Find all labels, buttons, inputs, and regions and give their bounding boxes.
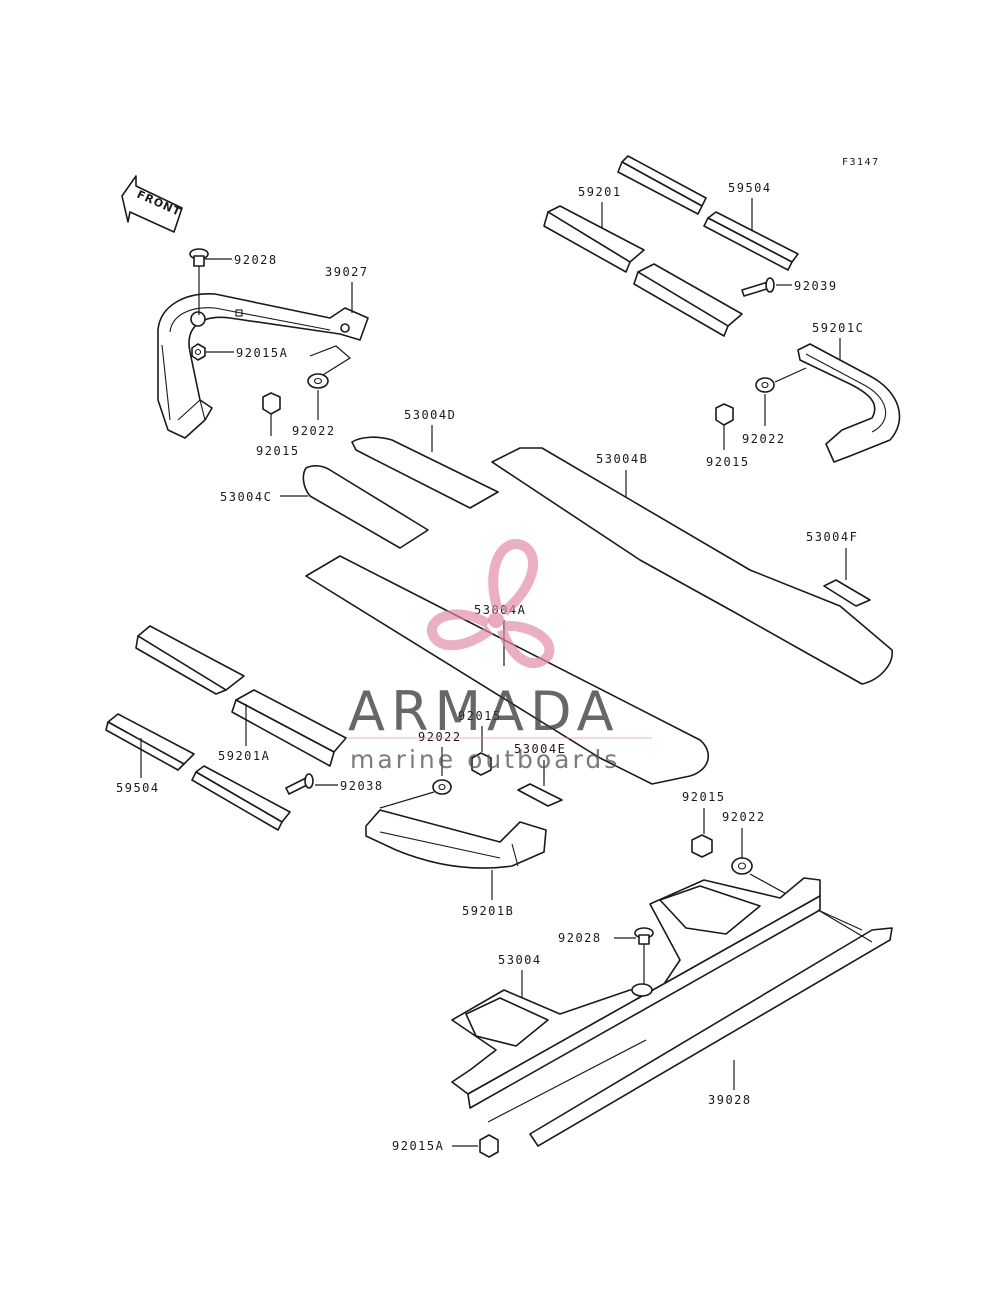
label-92015-right: 92015 (706, 455, 750, 469)
bracket-53004 (451, 877, 821, 1109)
diagram-reference-code: F3147 (842, 157, 880, 168)
label-92028-low: 92028 (558, 931, 602, 945)
label-92039: 92039 (794, 279, 838, 293)
mat-53004b (491, 447, 893, 685)
mat-53004f (823, 579, 871, 607)
label-92015-left: 92015 (256, 444, 300, 458)
label-59504-top: 59504 (728, 181, 772, 195)
rail-cover-59201a (135, 625, 347, 767)
nut-92015-right (715, 403, 734, 450)
label-92022-mid: 92022 (418, 730, 462, 744)
rail-cover-59201 (543, 205, 645, 273)
nut-92015-low (691, 834, 713, 858)
label-59201b: 59201B (462, 904, 514, 918)
mat-53004c (302, 465, 429, 549)
watermark-tagline: marine outboards (350, 745, 620, 774)
label-59201a: 59201A (218, 749, 270, 763)
bolt-92028-top (189, 248, 232, 315)
label-92038: 92038 (340, 779, 384, 793)
rail-59504b-top (703, 211, 799, 271)
nut-92015-mid (471, 752, 492, 776)
rivet-92039 (741, 277, 792, 297)
label-53004d: 53004D (404, 408, 456, 422)
label-92015a-low: 92015A (392, 1139, 444, 1153)
washer-92022-left (307, 373, 329, 420)
grab-handle-39027 (157, 293, 369, 439)
label-92015-mid: 92015 (458, 709, 502, 723)
nut-92015-left (262, 392, 281, 436)
label-53004: 53004 (498, 953, 542, 967)
label-59201c: 59201C (812, 321, 864, 335)
label-53004f: 53004F (806, 530, 858, 544)
label-92015-low: 92015 (682, 790, 726, 804)
label-39027: 39027 (325, 265, 369, 279)
bolt-92028-low (614, 927, 654, 984)
label-53004c: 53004C (220, 490, 272, 504)
rail-cover-59201-2 (633, 263, 743, 337)
label-92022-low: 92022 (722, 810, 766, 824)
label-59201: 59201 (578, 185, 622, 199)
label-59504-left: 59504 (116, 781, 160, 795)
rail-59504-top (617, 155, 707, 215)
mat-53004a (305, 555, 710, 785)
rail-39028 (529, 909, 893, 1147)
propeller-logo-icon (427, 539, 555, 669)
label-53004b: 53004B (596, 452, 648, 466)
label-92028-top: 92028 (234, 253, 278, 267)
washer-92022-right (755, 377, 775, 426)
bumper-59201c (797, 343, 901, 463)
washer-92022-mid (432, 779, 452, 795)
rail-59504-left (105, 713, 291, 831)
rivet-92038 (285, 773, 338, 795)
front-arrow-icon: FRONT (121, 175, 183, 233)
propeller-hub-icon (488, 612, 504, 628)
watermark-brand: ARMADA (348, 680, 620, 743)
nut-92015a-low (452, 1134, 499, 1158)
washer-92022-low (731, 857, 753, 875)
bumper-59201b (365, 809, 547, 869)
label-53004e: 53004E (514, 742, 566, 756)
mat-53004d (351, 436, 499, 509)
mat-53004e (517, 783, 563, 807)
label-92015a-top: 92015A (236, 346, 288, 360)
nut-92015a-top (191, 343, 234, 361)
watermark: ARMADA marine outboards (348, 539, 652, 774)
label-92022-right: 92022 (742, 432, 786, 446)
label-39028: 39028 (708, 1093, 752, 1107)
label-92022-left: 92022 (292, 424, 336, 438)
